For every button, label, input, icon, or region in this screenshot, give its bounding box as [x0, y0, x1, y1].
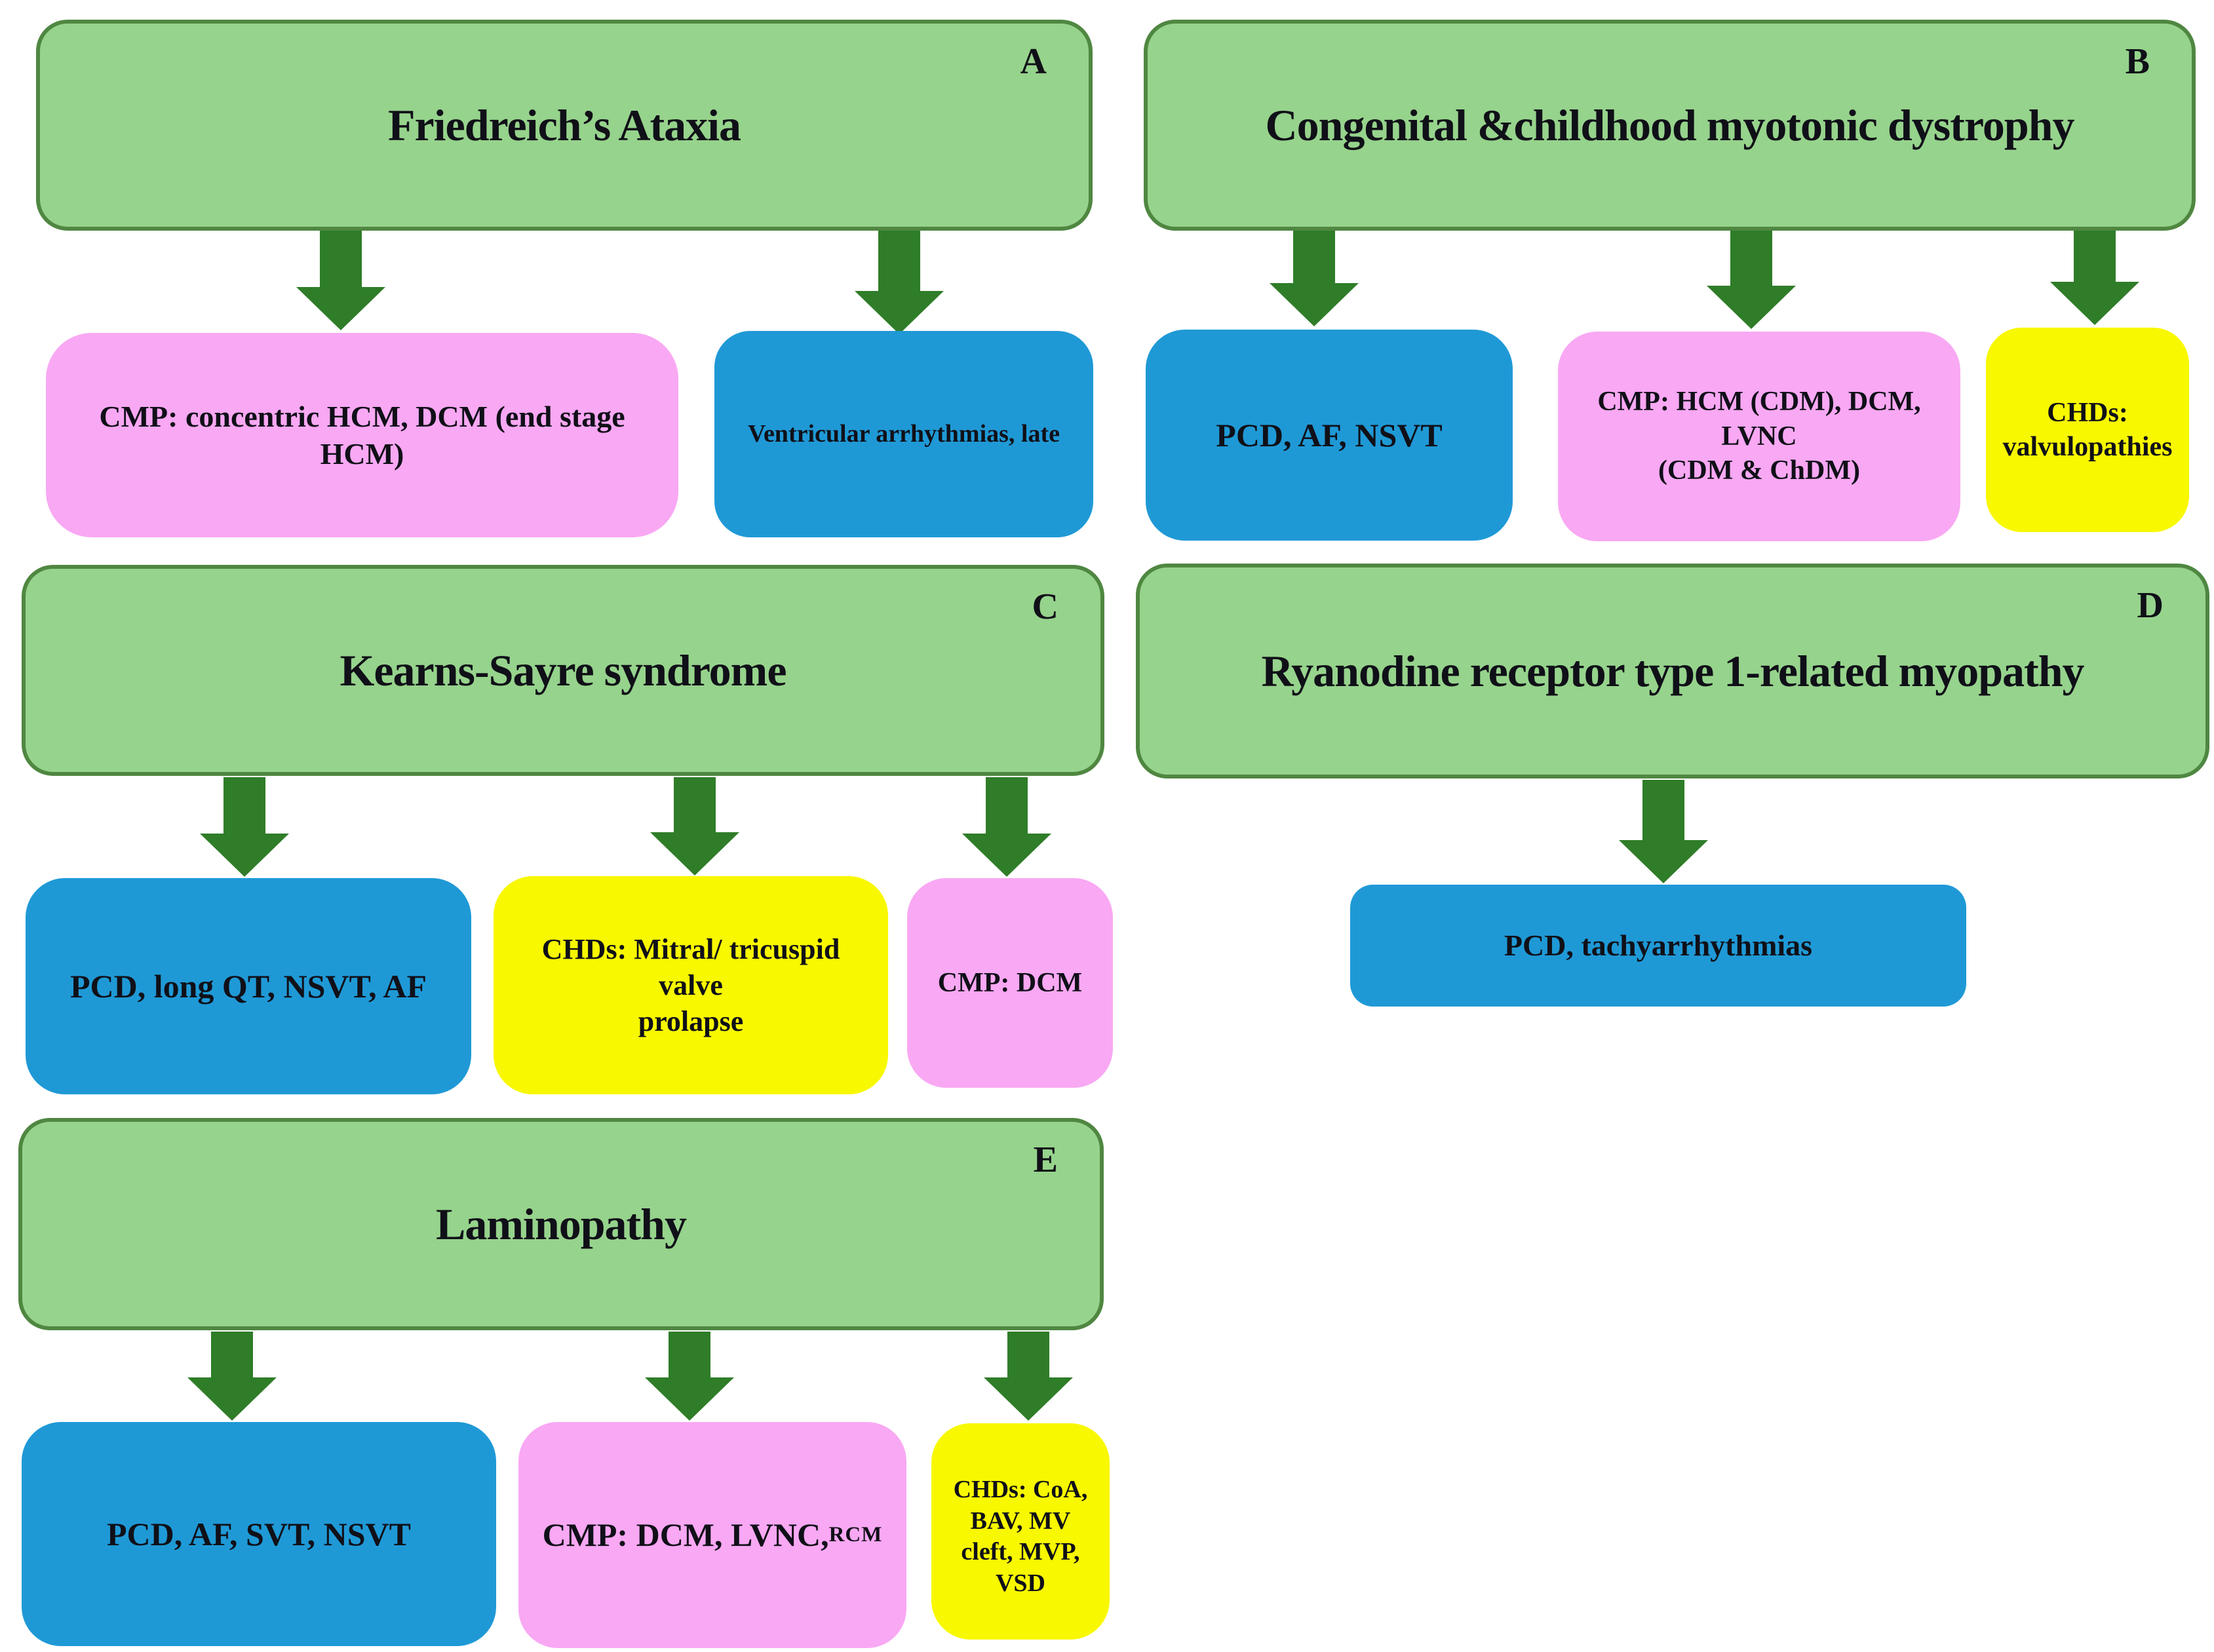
- arrow-down-icon: [187, 1332, 277, 1421]
- disease-title: Ryanodine receptor type 1-related myopat…: [1261, 645, 2084, 696]
- arrow-shaft: [674, 777, 716, 832]
- cardiomyopathy-box: CMP: DCM: [907, 878, 1113, 1088]
- chd-box: CHDs: valvulopathies: [1986, 328, 2189, 532]
- arrow-down-icon: [650, 777, 739, 875]
- arrow-shaft: [878, 231, 920, 291]
- arrow-head: [1707, 286, 1796, 329]
- panel-label: D: [2137, 585, 2164, 626]
- arrow-shaft: [211, 1332, 253, 1377]
- panel-label: C: [1032, 586, 1058, 627]
- arrhythmia-box: PCD, AF, SVT, NSVT: [22, 1422, 496, 1646]
- arrow-shaft: [2074, 231, 2116, 282]
- arrow-head: [2050, 282, 2139, 325]
- disease-title: Laminopathy: [436, 1199, 687, 1249]
- arrow-shaft: [986, 777, 1028, 834]
- arrow-shaft: [1730, 231, 1772, 286]
- panel-label: A: [1020, 41, 1047, 82]
- arrow-head: [200, 834, 289, 877]
- arrow-head: [1270, 283, 1359, 326]
- arrow-head: [1619, 840, 1708, 883]
- arrow-shaft: [669, 1332, 710, 1377]
- disease-box-laminopathy: E Laminopathy: [18, 1118, 1104, 1330]
- cardiomyopathy-box: CMP: HCM (CDM), DCM, LVNC (CDM & ChDM): [1558, 332, 1960, 541]
- arrow-head: [187, 1377, 277, 1421]
- arrhythmia-box: PCD, AF, NSVT: [1146, 330, 1513, 541]
- arrow-head: [962, 834, 1051, 877]
- arrhythmia-box: PCD, long QT, NSVT, AF: [26, 878, 471, 1094]
- disease-title: Friedreich’s Ataxia: [387, 100, 741, 150]
- chd-box: CHDs: CoA, BAV, MV cleft, MVP, VSD: [931, 1423, 1110, 1640]
- arrhythmia-box: Ventricular arrhythmias, late: [714, 331, 1093, 537]
- disease-box-ryanodine-receptor-type-1-related-myopathy: D Ryanodine receptor type 1-related myop…: [1136, 564, 2209, 778]
- panel-label: E: [1033, 1140, 1058, 1180]
- arrow-down-icon: [200, 777, 289, 877]
- arrow-down-icon: [296, 231, 385, 330]
- arrow-down-icon: [1707, 231, 1796, 329]
- disease-title: Congenital &childhood myotonic dystrophy: [1265, 100, 2075, 150]
- arrow-shaft: [1642, 780, 1684, 840]
- disease-title: Kearns-Sayre syndrome: [340, 645, 787, 695]
- chd-box: CHDs: Mitral/ tricuspid valve prolapse: [494, 876, 888, 1094]
- arrow-down-icon: [1619, 780, 1708, 883]
- panel-label: B: [2125, 41, 2150, 82]
- arrow-head: [650, 832, 739, 875]
- arrow-down-icon: [645, 1332, 734, 1421]
- cardiomyopathy-text: CMP: DCM, LVNC,: [542, 1516, 829, 1554]
- arrow-shaft: [1293, 231, 1335, 283]
- arrow-down-icon: [855, 231, 944, 334]
- arrow-shaft: [320, 231, 362, 287]
- disease-box-congenital-childhood-myotonic-dystrophy: B Congenital &childhood myotonic dystrop…: [1144, 20, 2196, 231]
- disease-box-friedreichs-ataxia: A Friedreich’s Ataxia: [36, 20, 1093, 231]
- arrow-head: [984, 1377, 1073, 1421]
- arrow-head: [296, 287, 385, 330]
- arrow-shaft: [1007, 1332, 1049, 1377]
- cardiomyopathy-text-small: RCM: [828, 1522, 883, 1546]
- cardiomyopathy-box: CMP: concentric HCM, DCM (end stage HCM): [46, 333, 678, 537]
- arrow-down-icon: [984, 1332, 1073, 1421]
- arrow-down-icon: [2050, 231, 2139, 325]
- arrow-down-icon: [1270, 231, 1359, 326]
- arrow-head: [645, 1377, 734, 1421]
- arrow-head: [855, 291, 944, 334]
- disease-box-kearns-sayre-syndrome: C Kearns-Sayre syndrome: [22, 565, 1104, 776]
- arrow-down-icon: [962, 777, 1051, 877]
- arrhythmia-box: PCD, tachyarrhythmias: [1350, 885, 1966, 1007]
- arrow-shaft: [223, 777, 265, 834]
- cardiomyopathy-box: CMP: DCM, LVNC, RCM: [518, 1422, 906, 1648]
